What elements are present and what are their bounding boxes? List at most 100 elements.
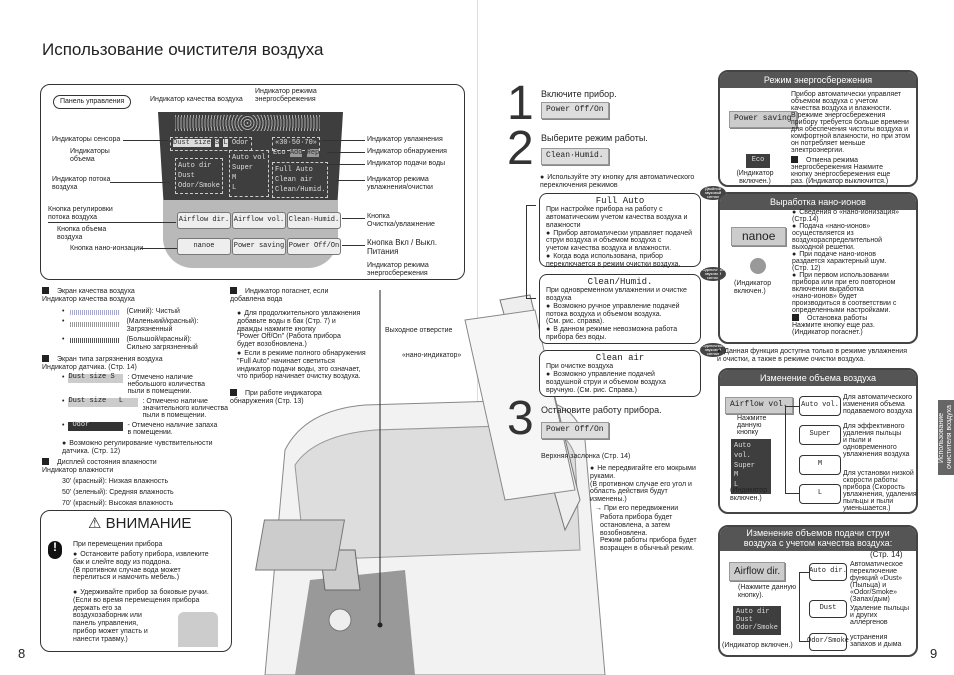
flow-super: Super: [799, 425, 841, 445]
section-side-tab: Использование очистителя воздуха: [938, 400, 954, 475]
page-number-left: 8: [18, 646, 26, 661]
volume-indicator-note: (Индикатор включен.): [730, 487, 768, 502]
mode-indicator: Full Auto Clean air Clean/Humid.: [272, 162, 329, 199]
step-text: Остановите работу прибора.: [541, 405, 662, 415]
direction-display: Auto dir Dust Odor/Smoke: [733, 606, 781, 636]
sensitivity-note: Возможно регулирование чувствительности …: [62, 440, 213, 456]
step-number: 3: [507, 392, 534, 445]
caution-item: Удерживайте прибор за боковые ручки. (Ес…: [73, 589, 209, 644]
caution-item: Остановите работу прибора, извлеките бак…: [73, 551, 209, 582]
section-air-quality: Экран качества воздуха Индикатор качеств…: [42, 288, 135, 303]
nano-indicator-label: «нано-индикатор»: [402, 352, 462, 359]
button-row-2: nanoe Power saving Power Off/On: [177, 238, 341, 255]
step1-power-button[interactable]: Power Off/On: [541, 102, 609, 119]
nanoe-note: Данная функция доступна только в режиме …: [717, 348, 907, 364]
outlet-label: Выходное отверстие: [385, 327, 453, 334]
airflow-dir-indicator: Auto dir Dust Odor/Smoke: [175, 158, 224, 195]
flap-label: Верхняя заслонка (Стр. 14): [541, 453, 631, 460]
flap-arrow-note: → При его передвижении: [595, 505, 679, 512]
nanoe-button[interactable]: nanoe: [731, 227, 787, 247]
airflow-dir-button[interactable]: Airflow dir.: [729, 562, 786, 582]
water-note-2: Если в режиме полного обнаружения "Full …: [237, 350, 366, 381]
humidity-list: 30' (красный): Низкая влажность 50' (зел…: [62, 478, 174, 508]
leader-line: [140, 248, 177, 249]
mode-clean-air: Clean air При очистке воздуха Возможно у…: [539, 350, 701, 397]
power-saving-box: Режим энергосбережения: [718, 70, 918, 187]
flow-dust: Dust: [809, 600, 847, 618]
panel-button-area: [163, 200, 338, 268]
label-water: Индикатор подачи воды: [367, 160, 446, 167]
button-row-1: Airflow dir. Airflow vol. Clean·Humid.: [177, 212, 341, 229]
step-text: Включите прибор.: [541, 89, 617, 99]
label-mode: Индикатор режима увлажнения/очистки: [367, 176, 433, 191]
press-note: (Нажмите данную кнопку).: [738, 584, 797, 599]
volume-display: Auto vol. Super M L: [731, 439, 771, 494]
mode-cycle-arrow: [526, 205, 536, 298]
detection-indicators: Eco Add Rep: [273, 149, 320, 157]
label-volume: Индикаторы объема: [70, 148, 110, 163]
warning-icon: ⚠: [88, 515, 102, 532]
airflow-volume-box: Изменение объема воздуха: [718, 368, 918, 514]
indicator-on-note: (Индикатор включен.): [736, 170, 774, 185]
indicator-clean: [70, 310, 121, 315]
power-saving-text: Прибор автоматически управляет объемом в…: [791, 91, 911, 154]
section-pollution-type: Экран типа загрязнения воздуха Индикатор…: [42, 356, 163, 371]
nanoe-box: Выработка нано-ионов: [718, 192, 918, 344]
power-saving-cancel: Отмена режима энергосбережения Нажмите к…: [791, 157, 891, 185]
exclamation-icon: !: [48, 540, 62, 559]
flow-desc: Для автоматического изменения объема под…: [843, 394, 913, 415]
nanoe-indicator-icon: [750, 258, 766, 274]
flow-auto-dir: Auto dir.: [809, 563, 847, 581]
leader-line: [327, 164, 365, 165]
page-number-right: 9: [930, 646, 938, 661]
flap-after: Работа прибора будет остановлена, а зате…: [600, 514, 697, 553]
flow-desc: Для установки низкой скорости работы при…: [843, 470, 917, 512]
step2-note: Используйте эту кнопку для автоматическо…: [540, 174, 694, 190]
flow-desc: Для эффективного удаления пыльцы и пыли …: [843, 423, 910, 458]
power-saving-button[interactable]: Power saving: [232, 238, 286, 255]
step2-clean-humid-button[interactable]: Clean·Humid.: [541, 148, 609, 165]
flow-desc: Удаление пыльцы и других аллергенов: [850, 605, 910, 626]
leader-line: [327, 152, 365, 153]
step-text: Выберите режим работы.: [541, 133, 648, 143]
leader-line: [322, 140, 365, 141]
leader-line: [342, 245, 365, 246]
power-saving-button[interactable]: Power saving: [729, 111, 797, 128]
label-clean-humid-button: Кнопка Очистка/увлажнение: [367, 213, 435, 228]
pollution-type-list: •Dust size S: Отмечено наличие небольшог…: [62, 373, 228, 437]
step-number: 1: [507, 77, 534, 130]
flow-desc: устранения запахов и дыма: [850, 634, 902, 648]
mode-cycle-arrow: [526, 298, 536, 299]
sensor-indicators: Dust size S L Odor: [170, 137, 252, 151]
power-button[interactable]: Power Off/On: [287, 238, 341, 255]
indicator-very-dirty: [70, 338, 121, 344]
label-power-saving-top: Индикатор режима энергосбережения: [255, 88, 317, 103]
label-airflow-button: Кнопка регулировки потока воздуха: [48, 206, 113, 221]
flow-cycle-arrow: [799, 572, 809, 642]
airflow-dir-button[interactable]: Airflow dir.: [177, 212, 231, 229]
air-quality-indicator: [175, 115, 320, 131]
airflow-vol-button[interactable]: Airflow vol.: [232, 212, 286, 229]
page-title: Использование очистителя воздуха: [42, 40, 324, 59]
label-airflow: Индикатор потока воздуха: [52, 176, 111, 191]
label-sensor: Индикаторы сенсора: [52, 136, 121, 143]
label-volume-button: Кнопка объема воздуха: [57, 226, 107, 241]
flow-cycle-arrow: [785, 406, 799, 494]
caution-title: ⚠ ВНИМАНИЕ: [88, 515, 192, 532]
leader-line: [342, 218, 365, 219]
flow-odor-smoke: Odor/Smoke: [807, 633, 849, 651]
leader-line: [336, 180, 365, 181]
step-number: 2: [507, 122, 534, 175]
label-power-saving: Индикатор режима энергосбережения: [367, 262, 429, 277]
indicator-dirty: [70, 322, 121, 328]
label-power-button: Кнопка Вкл / Выкл. Питания: [367, 238, 438, 256]
flow-auto-vol: Auto vol.: [799, 396, 841, 416]
section-detection: При работе индикатора обнаружения (Стр. …: [230, 390, 322, 405]
airflow-vol-button[interactable]: Airflow vol.: [725, 397, 793, 414]
nanoe-button[interactable]: nanoe: [177, 238, 231, 255]
clean-humid-button[interactable]: Clean·Humid.: [287, 212, 341, 229]
press-note: Нажмите данную кнопку: [737, 415, 767, 436]
step3-power-button[interactable]: Power Off/On: [541, 422, 609, 439]
caution-box: [40, 510, 232, 652]
water-note-1: Для продолжительного увлажнения добавьте…: [237, 310, 360, 349]
